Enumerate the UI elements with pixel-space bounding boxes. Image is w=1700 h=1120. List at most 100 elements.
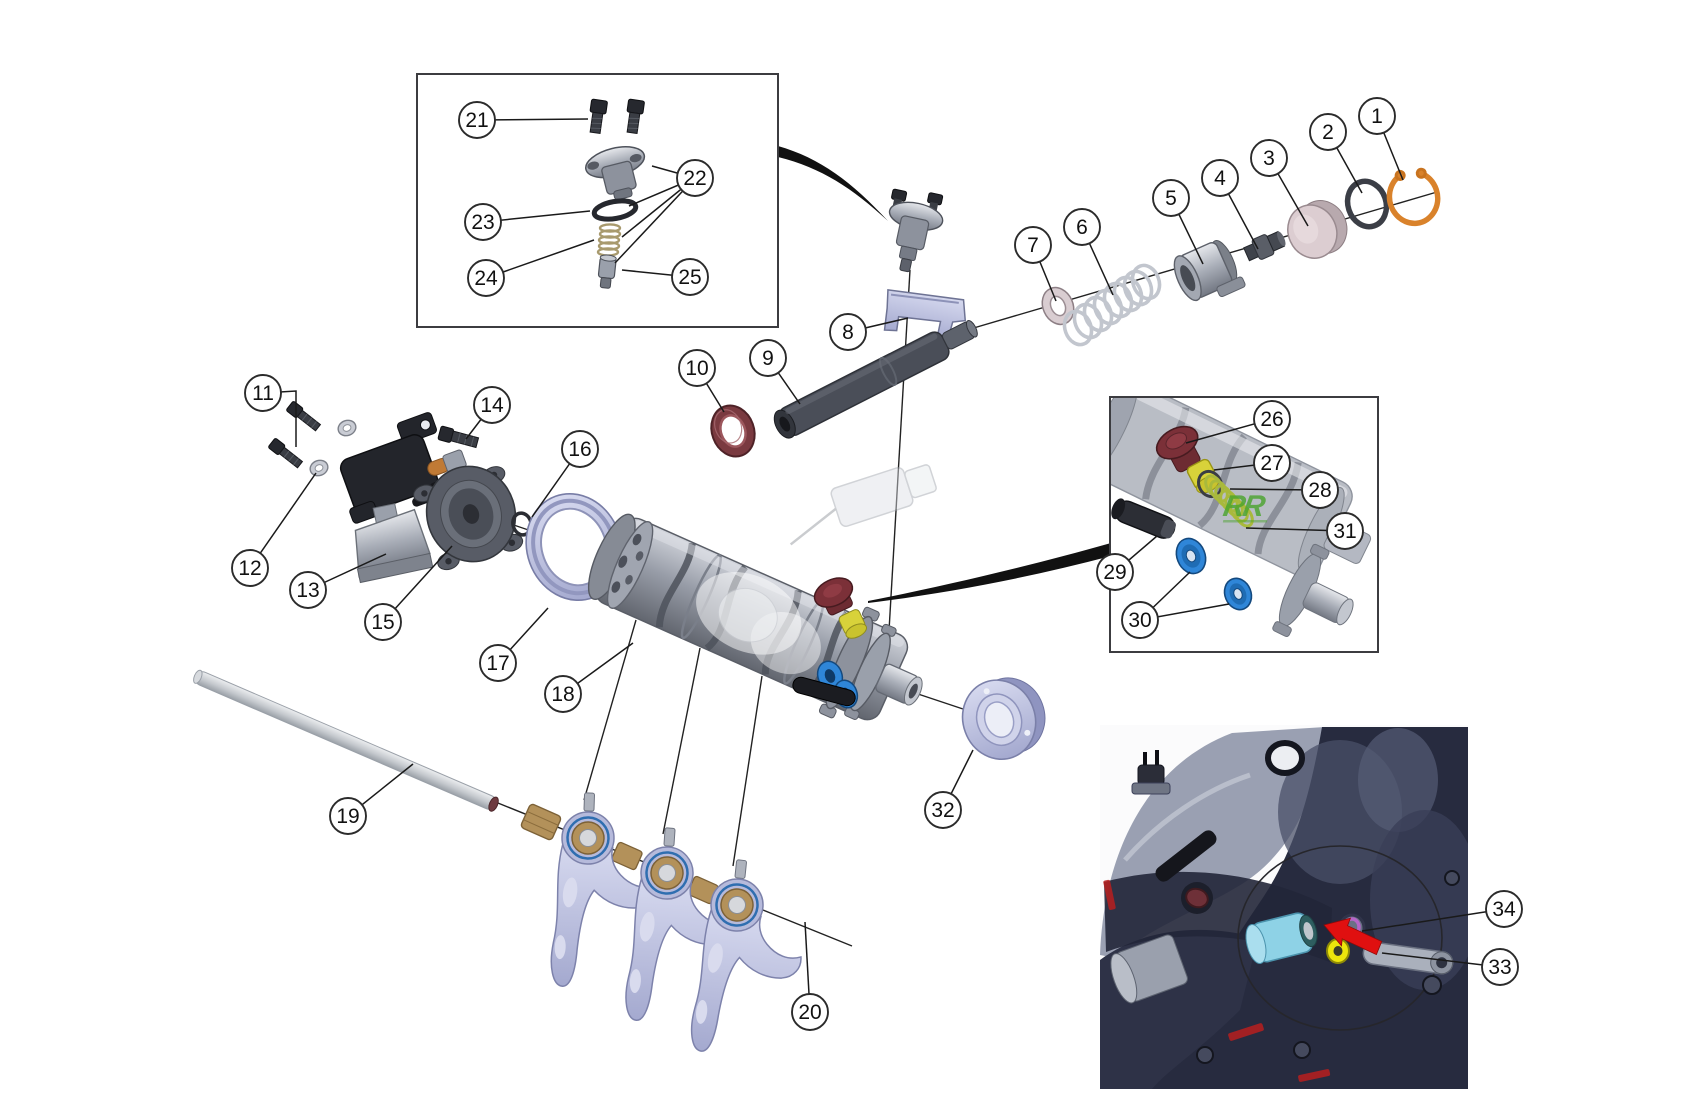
callout-10: 10: [678, 349, 725, 413]
part-12-washers: [309, 419, 357, 477]
leader-fork2: [662, 647, 701, 835]
case-bore-hole: [1265, 740, 1305, 776]
case-seal-recess: [1181, 882, 1213, 914]
part-10-oil-seal: [710, 404, 756, 458]
yellow-washer-hole: [1333, 946, 1343, 956]
rail-nut: [520, 803, 562, 841]
callout-12: 12: [231, 472, 317, 587]
svg-text:7: 7: [1027, 234, 1039, 257]
part-13-position-sensor: [339, 412, 467, 584]
callout-18: 18: [544, 642, 634, 713]
svg-text:25: 25: [678, 266, 701, 289]
part-23-oring: [591, 198, 639, 222]
svg-text:10: 10: [685, 357, 708, 380]
part-32-bearing: [961, 677, 1046, 761]
callout-19: 19: [329, 763, 414, 835]
callout-7: 7: [1014, 226, 1057, 302]
part-22-detent-housing: [585, 146, 646, 201]
callout-17: 17: [479, 607, 549, 682]
callout-4: 4: [1201, 159, 1259, 250]
swoosh-to-inset-detail: [868, 543, 1111, 603]
highlight-circle: [1237, 845, 1443, 1031]
case-sensor: [1131, 750, 1171, 795]
case-red-labels: [1103, 879, 1331, 1082]
svg-text:26: 26: [1260, 408, 1283, 431]
svg-text:9: 9: [762, 347, 774, 370]
part-9-shift-shaft: [773, 320, 978, 439]
watermark: RR: [1221, 490, 1268, 523]
svg-text:4: 4: [1214, 167, 1226, 190]
svg-text:30: 30: [1128, 609, 1151, 632]
leader-fork1: [583, 619, 637, 801]
part-33-switch-body: [1245, 912, 1318, 965]
part-4-pin: [1243, 230, 1286, 262]
callout-11: 11: [244, 374, 297, 447]
svg-text:20: 20: [798, 1001, 821, 1024]
leader-fork3: [732, 675, 763, 867]
callout-14: 14: [465, 386, 511, 440]
callout-32: 32: [924, 749, 974, 829]
svg-text:2: 2: [1322, 121, 1334, 144]
part-2-oring: [1344, 178, 1390, 230]
part-31-segment: [1272, 543, 1354, 638]
part-24-spring: [596, 223, 622, 257]
shift-fork: [690, 859, 802, 1052]
svg-text:33: 33: [1488, 956, 1511, 979]
fork-spacer: [611, 841, 643, 871]
callout-29: 29: [1096, 535, 1158, 591]
svg-text:16: 16: [568, 438, 591, 461]
direction-arrow-icon: [1323, 917, 1383, 956]
part-11-bolts: [268, 401, 322, 469]
swoosh-connectors: [778, 146, 1111, 603]
drum-detent-bolt: [813, 577, 868, 639]
callout-6: 6: [1063, 208, 1114, 296]
swoosh-to-detent-assembly: [778, 146, 888, 221]
drum-black-pin: [792, 676, 856, 707]
callout-26: 26: [1185, 400, 1291, 444]
callout-31: 31: [1245, 512, 1364, 550]
ghost-connector: [789, 464, 937, 546]
callout-3: 3: [1250, 139, 1309, 227]
svg-text:31: 31: [1333, 520, 1356, 543]
svg-text:8: 8: [842, 321, 854, 344]
part-5-sleeve: [1173, 240, 1246, 302]
part-29-pin: [1111, 498, 1176, 539]
svg-text:15: 15: [371, 611, 394, 634]
case-bolt-holes: [1196, 870, 1460, 1064]
case-lever-arm: [1362, 941, 1454, 975]
callout-24: 24: [467, 239, 595, 297]
svg-text:24: 24: [474, 267, 498, 290]
part-8-guide-clip: [883, 289, 967, 339]
part-25-plunger: [597, 254, 617, 289]
photo-inset-crankcase: [1100, 725, 1468, 1089]
callout-25: 25: [621, 258, 709, 296]
leader-detent-assembly-to-drum: [887, 269, 911, 649]
part-28-spring: [1204, 474, 1254, 528]
case-black-pin: [1155, 830, 1217, 882]
svg-text:22: 22: [683, 167, 706, 190]
svg-text:1: 1: [1371, 105, 1383, 128]
callout-28: 28: [1229, 471, 1339, 509]
svg-text:19: 19: [336, 805, 359, 828]
callout-22: 22: [614, 159, 714, 264]
callout-8: 8: [829, 313, 909, 351]
part-15-bearing-cover: [413, 465, 524, 571]
part-14-bolt: [437, 425, 480, 449]
callout-13: 13: [289, 553, 387, 609]
part-3-cap: [1287, 200, 1348, 259]
callout-21: 21: [458, 101, 589, 139]
case-silver-cylinder: [1110, 934, 1188, 1004]
svg-text:5: 5: [1165, 187, 1177, 210]
svg-text:28: 28: [1308, 479, 1331, 502]
callout-27: 27: [1213, 444, 1291, 482]
svg-text:29: 29: [1103, 561, 1126, 584]
callout-15: 15: [364, 545, 453, 641]
callout-30: 30: [1121, 571, 1230, 639]
callout-16: 16: [531, 430, 599, 518]
callout-33: 33: [1381, 948, 1519, 986]
part-20-shift-forks: [520, 792, 802, 1052]
part-19-fork-rail: [193, 669, 499, 812]
